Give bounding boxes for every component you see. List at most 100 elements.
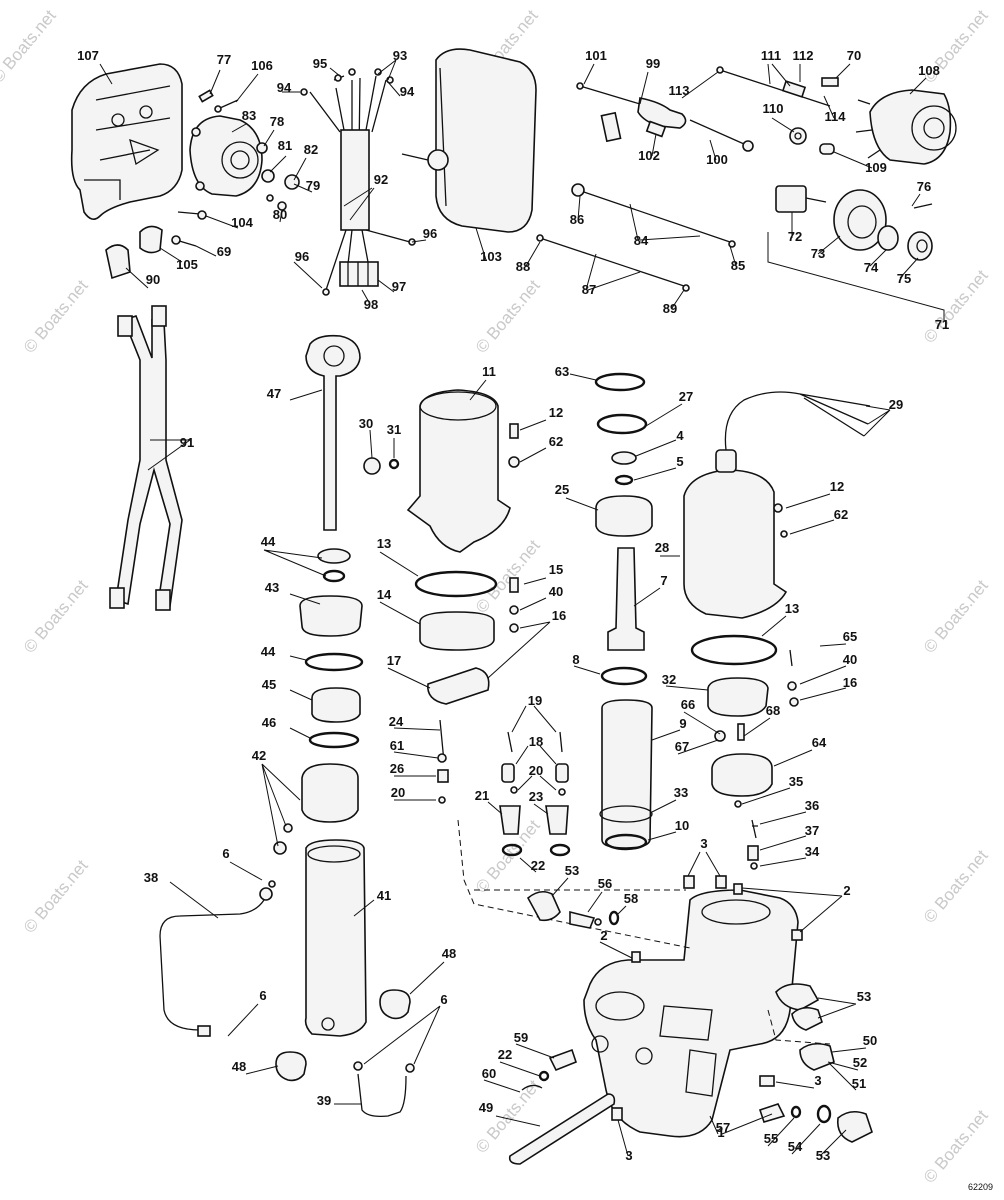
part-label-1: 1	[717, 1125, 724, 1140]
part-label-77: 77	[217, 52, 231, 67]
part-label-29: 29	[889, 397, 903, 412]
part-label-97: 97	[392, 279, 406, 294]
part-label-109: 109	[865, 160, 887, 175]
part-label-16: 16	[552, 608, 566, 623]
part-label-45: 45	[262, 677, 276, 692]
part-label-41: 41	[377, 888, 391, 903]
part-label-38: 38	[144, 870, 158, 885]
part-label-52: 52	[853, 1055, 867, 1070]
part-label-18: 18	[529, 734, 543, 749]
trim-switch-72-75	[767, 185, 945, 322]
part-label-96: 96	[423, 226, 437, 241]
part-label-65: 65	[843, 629, 857, 644]
part-label-112: 112	[793, 48, 814, 63]
part-label-3: 3	[625, 1148, 632, 1163]
part-label-3: 3	[814, 1073, 821, 1088]
part-label-25: 25	[555, 482, 569, 497]
part-label-93: 93	[393, 48, 407, 63]
valve-stack	[437, 719, 571, 857]
harness-92	[300, 68, 416, 296]
part-label-71: 71	[935, 317, 949, 332]
part-label-64: 64	[812, 735, 827, 750]
part-label-88: 88	[516, 259, 530, 274]
watermark-text: © Boats.net	[920, 1106, 992, 1187]
part-label-81: 81	[278, 138, 292, 153]
part-label-104: 104	[231, 215, 253, 230]
part-label-72: 72	[788, 229, 802, 244]
part-label-34: 34	[805, 844, 820, 859]
part-label-111: 111	[761, 48, 781, 63]
part-label-76: 76	[917, 179, 931, 194]
part-label-83: 83	[242, 108, 256, 123]
part-label-107: 107	[77, 48, 99, 63]
part-label-87: 87	[582, 282, 596, 297]
part-label-110: 110	[763, 101, 784, 116]
part-label-103: 103	[480, 249, 502, 264]
part-label-36: 36	[805, 798, 819, 813]
part-label-46: 46	[262, 715, 276, 730]
part-label-79: 79	[306, 178, 320, 193]
part-label-17: 17	[387, 653, 401, 668]
part-label-44: 44	[261, 644, 276, 659]
part-label-94: 94	[277, 80, 292, 95]
part-label-27: 27	[679, 389, 693, 404]
part-label-24: 24	[389, 714, 404, 729]
part-label-44: 44	[261, 534, 276, 549]
part-label-80: 80	[273, 207, 287, 222]
part-label-108: 108	[918, 63, 940, 78]
cables-84-87	[536, 183, 736, 292]
part-label-78: 78	[270, 114, 284, 129]
fittings-53-59	[508, 890, 873, 1165]
part-label-22: 22	[498, 1047, 512, 1062]
gauge-108	[855, 89, 957, 165]
part-label-84: 84	[634, 233, 649, 248]
watermark-text: © Boats.net	[0, 6, 60, 87]
part-label-89: 89	[663, 301, 677, 316]
part-label-101: 101	[585, 48, 607, 63]
part-label-49: 49	[479, 1100, 493, 1115]
part-label-13: 13	[785, 601, 799, 616]
part-label-102: 102	[638, 148, 660, 163]
part-label-48: 48	[232, 1059, 246, 1074]
part-label-61: 61	[390, 738, 404, 753]
battery-cable-91	[109, 305, 183, 611]
part-label-55: 55	[764, 1131, 778, 1146]
part-label-99: 99	[646, 56, 660, 71]
part-label-70: 70	[847, 48, 861, 63]
part-label-66: 66	[681, 697, 695, 712]
part-label-56: 56	[598, 876, 612, 891]
leads-99-100-101	[576, 82, 754, 152]
part-label-69: 69	[217, 244, 231, 259]
part-label-51: 51	[852, 1076, 866, 1091]
part-label-20: 20	[391, 785, 405, 800]
part-label-95: 95	[313, 56, 327, 71]
part-label-40: 40	[843, 652, 857, 667]
part-label-62: 62	[834, 507, 848, 522]
part-label-62: 62	[549, 434, 563, 449]
part-label-23: 23	[529, 789, 543, 804]
part-label-94: 94	[400, 84, 415, 99]
part-label-47: 47	[267, 386, 281, 401]
part-label-68: 68	[766, 703, 780, 718]
part-label-9: 9	[679, 716, 686, 731]
part-label-40: 40	[549, 584, 563, 599]
part-label-20: 20	[529, 763, 543, 778]
cylinder-assembly	[273, 334, 411, 1082]
part-label-57: 57	[716, 1120, 730, 1135]
part-label-12: 12	[830, 479, 844, 494]
part-label-15: 15	[549, 562, 563, 577]
part-label-48: 48	[442, 946, 456, 961]
part-label-2: 2	[843, 883, 850, 898]
part-label-33: 33	[674, 785, 688, 800]
part-label-63: 63	[555, 364, 569, 379]
watermark-text: © Boats.net	[472, 276, 544, 357]
drawing-code: 62209	[968, 1182, 993, 1192]
part-label-14: 14	[377, 587, 392, 602]
part-label-19: 19	[528, 693, 542, 708]
part-label-8: 8	[572, 652, 579, 667]
part-label-6: 6	[259, 988, 266, 1003]
watermark-text: © Boats.net	[920, 846, 992, 927]
